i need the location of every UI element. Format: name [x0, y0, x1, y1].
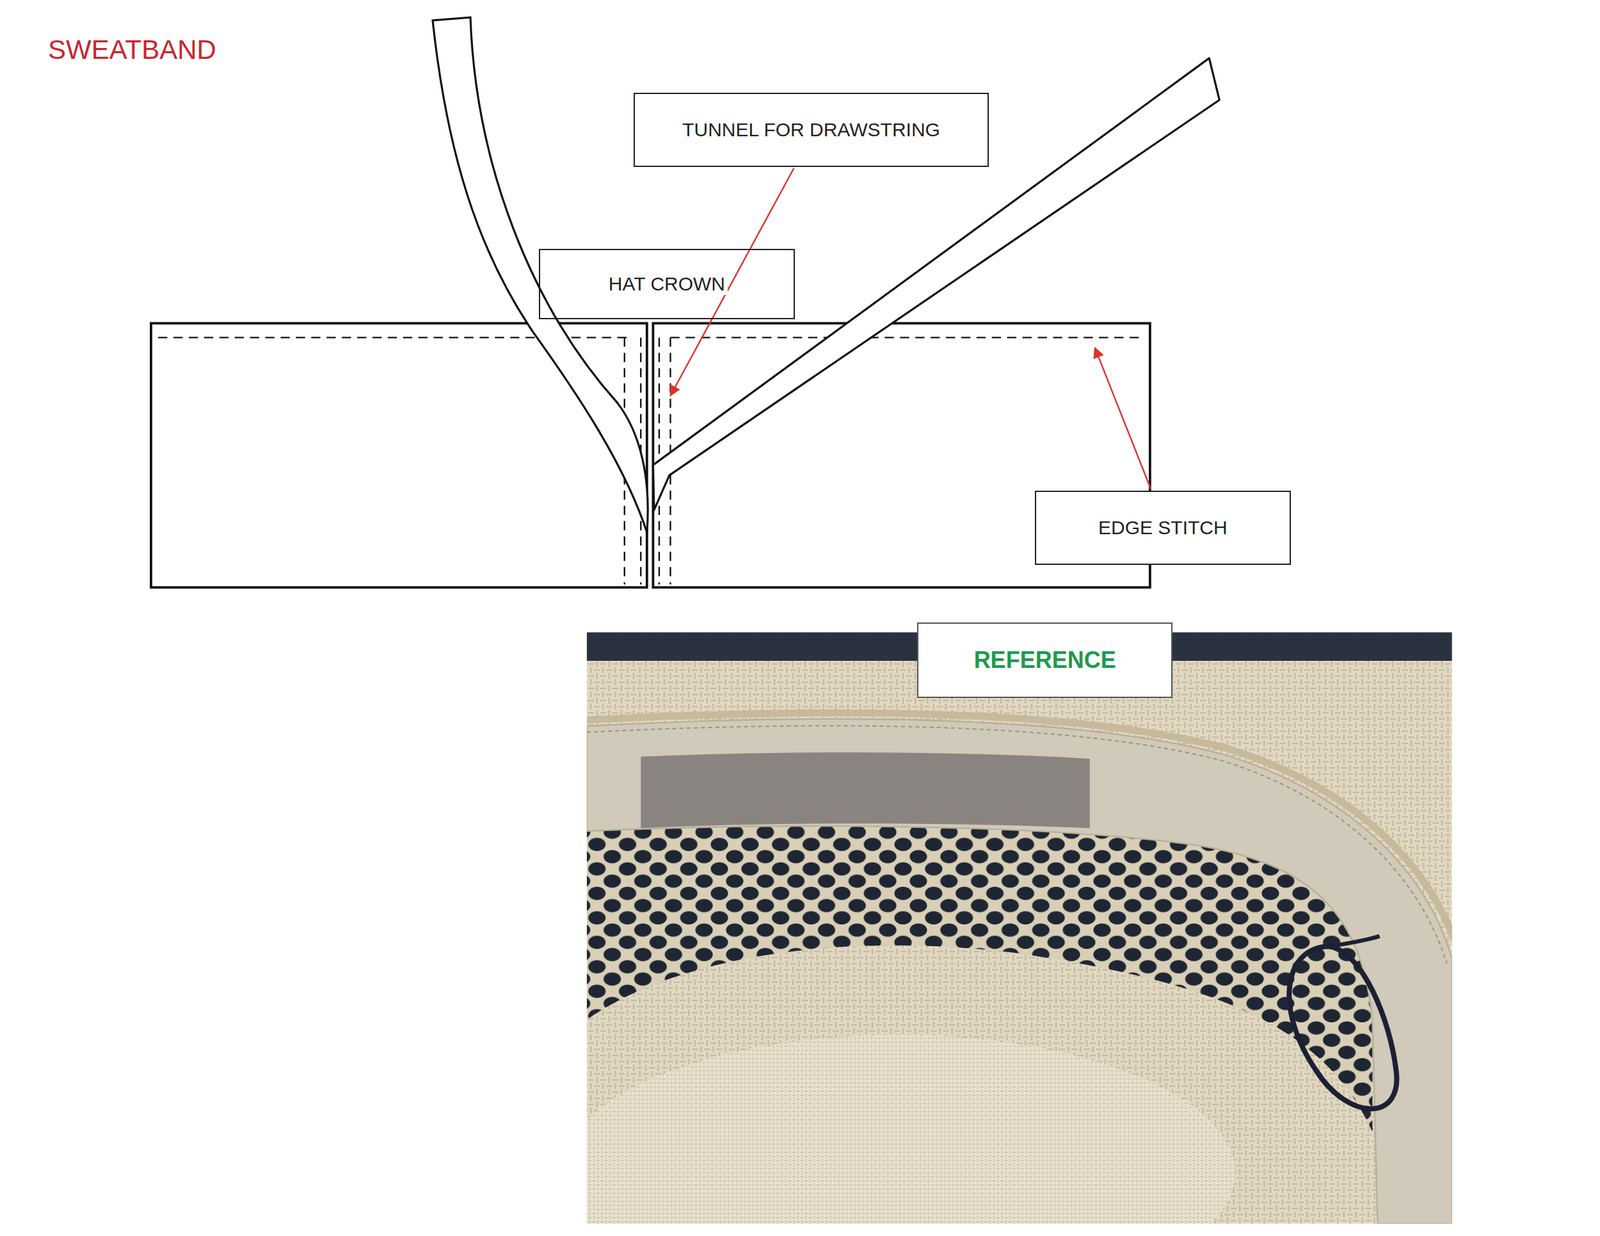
edge-stitch-line: [586, 725, 1448, 964]
reference-tag: REFERENCE: [917, 622, 1173, 699]
callout-label: HAT CROWN: [606, 273, 728, 296]
callout-label: TUNNEL FOR DRAWSTRING: [679, 119, 943, 142]
sweatband-ribbon: [586, 719, 1453, 1225]
label-patch: [640, 752, 1090, 829]
callout-label: EDGE STITCH: [1095, 517, 1231, 540]
callout-box: TUNNEL FOR DRAWSTRING: [633, 92, 989, 168]
drawstring-right: [652, 58, 1220, 511]
leader-line: [1095, 348, 1152, 491]
callout-box: EDGE STITCH: [1034, 490, 1291, 566]
sheet-title: SWEATBAND: [48, 34, 217, 66]
callout-box: HAT CROWN: [538, 248, 795, 320]
drawstring-loop: [1288, 946, 1397, 1110]
drawstring-end: [1330, 936, 1380, 947]
reference-photo: [586, 632, 1453, 1225]
brim-binding: [586, 712, 1453, 954]
callout-label: REFERENCE: [971, 647, 1119, 674]
crown-top-weave: [586, 1035, 1235, 1225]
